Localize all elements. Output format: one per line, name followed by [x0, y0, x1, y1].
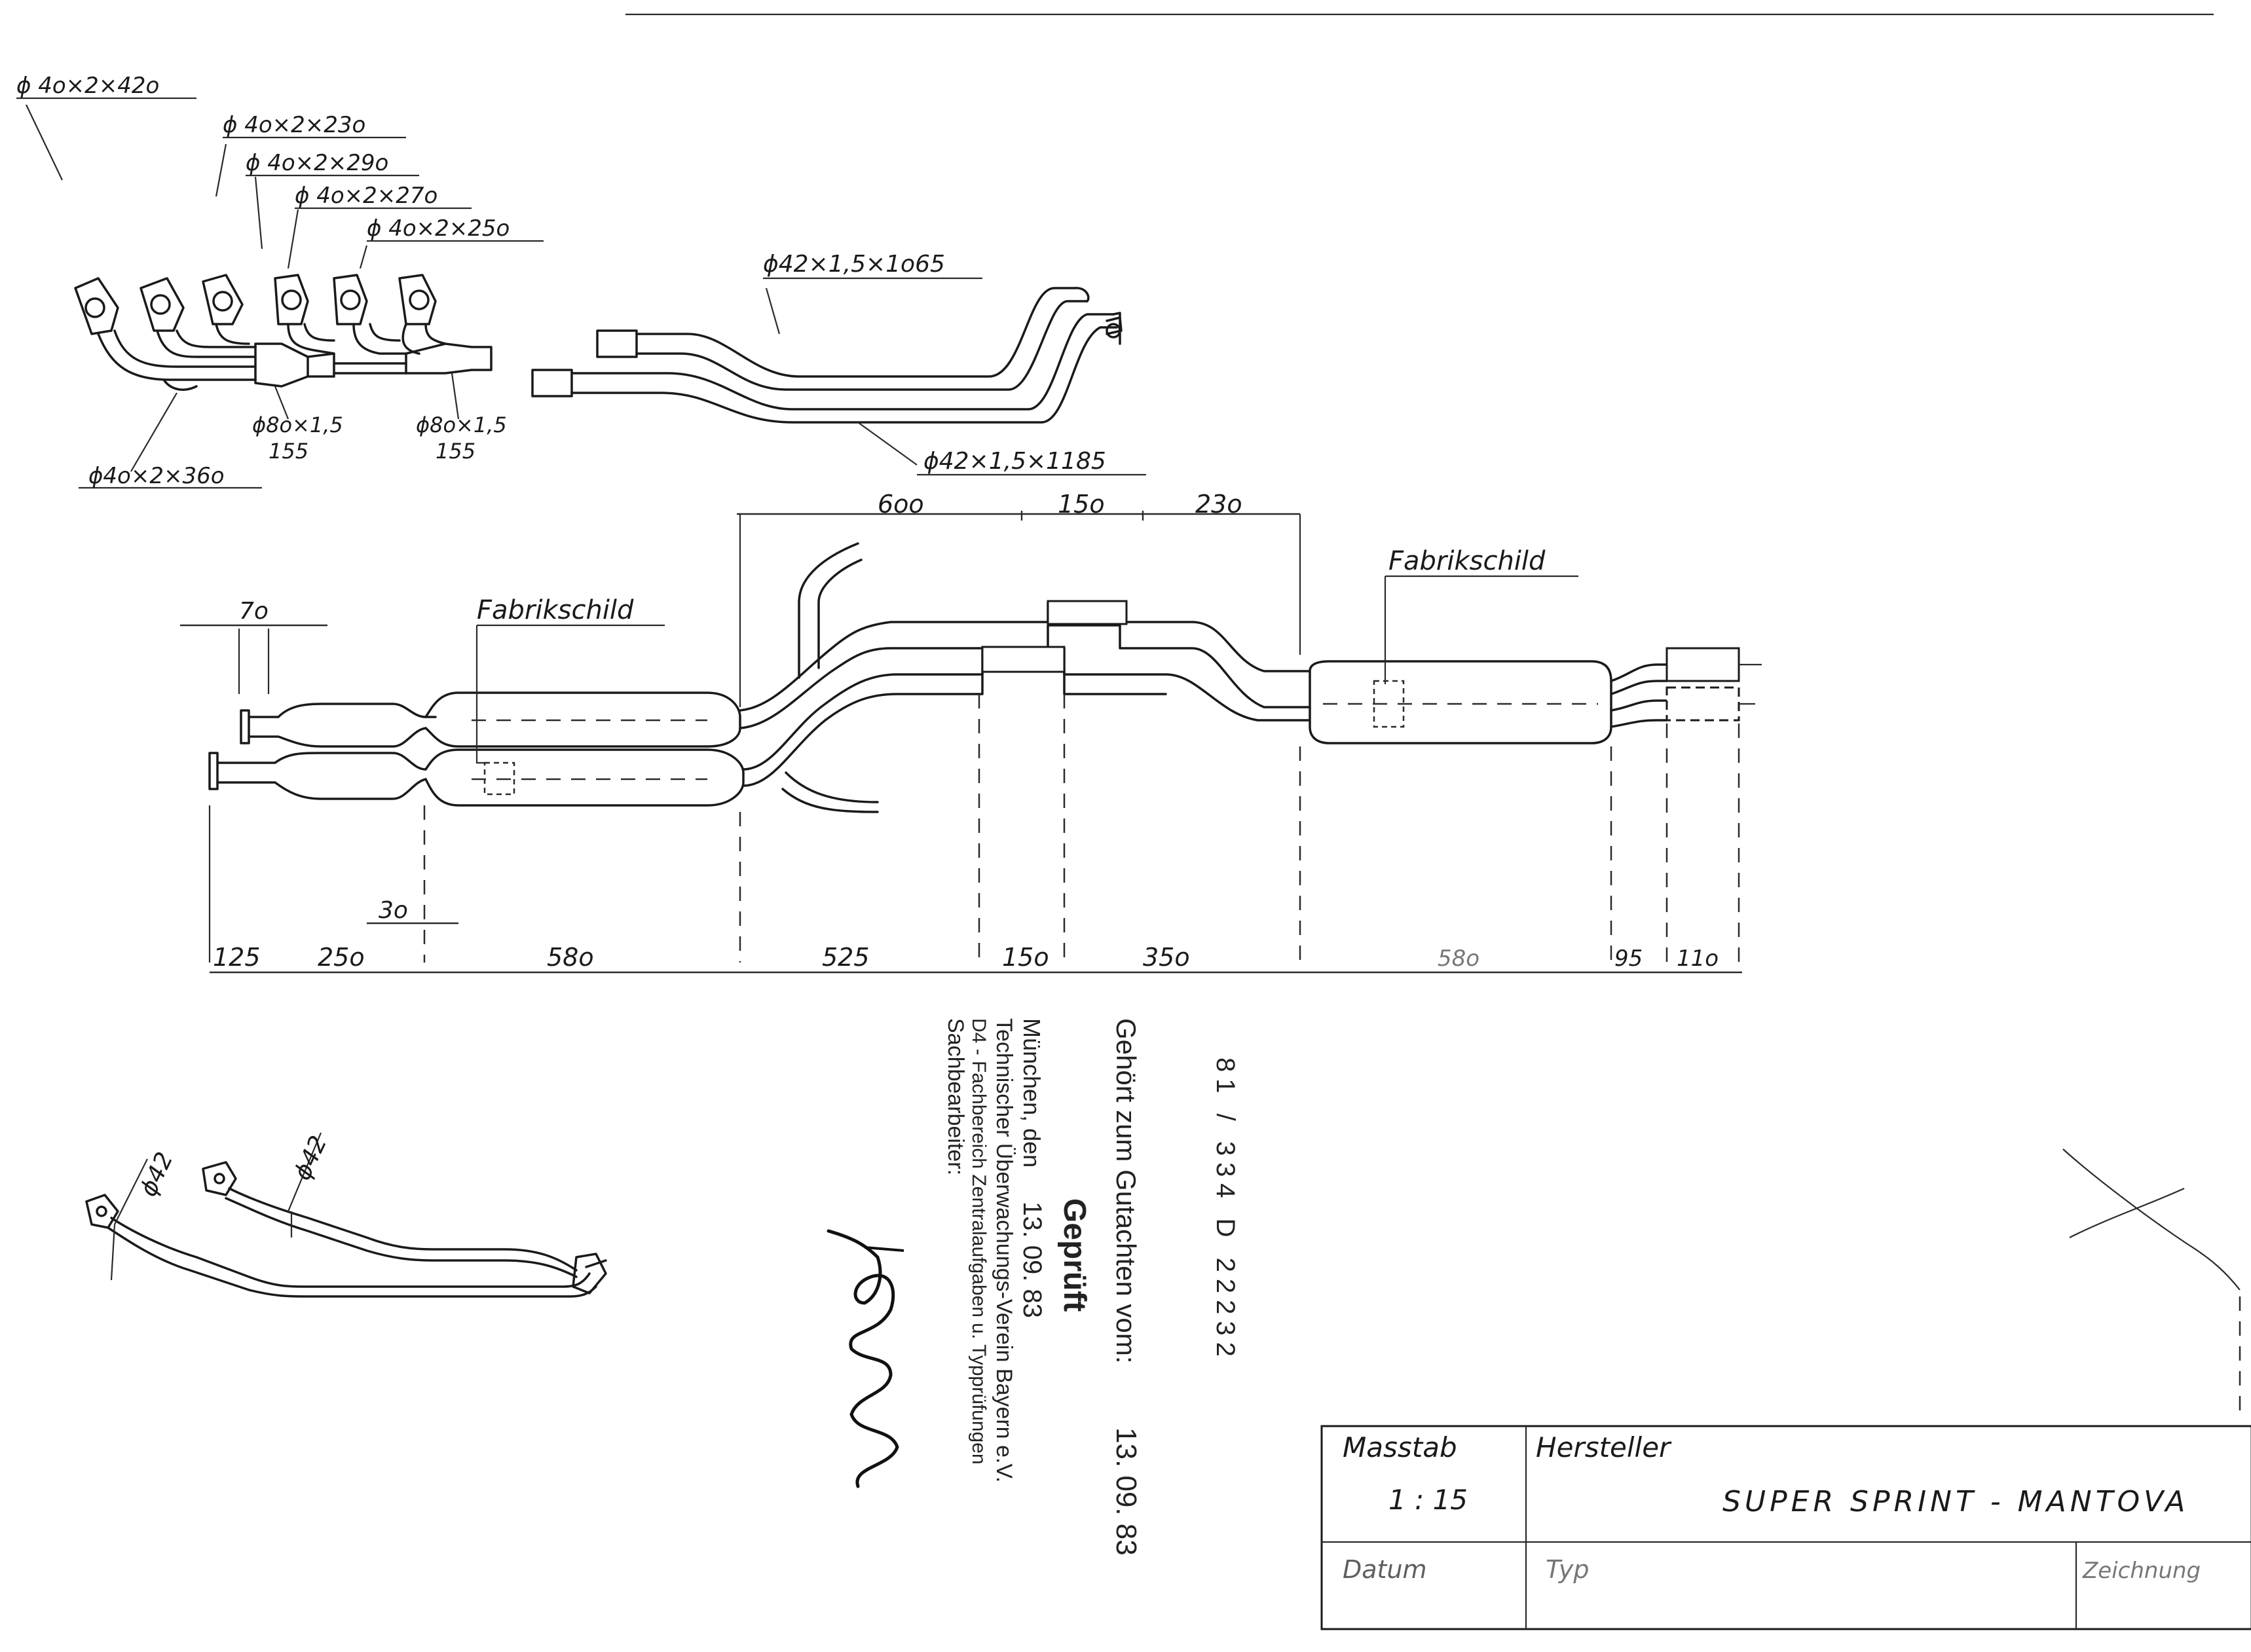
stamp-org-2: D4 - Fachbereich Zentralaufgaben u. Typp…: [968, 1018, 990, 1465]
dim-bottom: 125: [213, 943, 261, 972]
bent-pipe-pair: [85, 1132, 607, 1298]
manifold-flange: [140, 277, 185, 332]
stamp-date-2: 13. 09. 83: [1018, 1202, 1047, 1318]
pipe-label: ϕ4o×2×36o: [88, 463, 225, 489]
datum-label: Datum: [1343, 1555, 1427, 1584]
stamp-date-1: 13. 09. 83: [1110, 1427, 1142, 1556]
stamp-org-3: Sachbearbeiter:: [943, 1018, 968, 1175]
title-block: [1320, 1425, 2251, 1630]
pipe-label: ϕ 4o×2×25o: [367, 215, 510, 242]
pipe-label-upper: ϕ42×1,5×1o65: [763, 251, 945, 278]
fabrikschild-label: Fabrikschild: [477, 595, 634, 625]
hersteller-value: SUPER SPRINT - MANTOVA: [1722, 1485, 2189, 1518]
fabrikschild-marker: [483, 762, 515, 796]
main-exhaust-assembly: [180, 511, 1762, 974]
manifold-flange: [333, 274, 368, 325]
typ-label: Typ: [1546, 1555, 1590, 1584]
approval-stamp: Gehört zum Gutachten vom: 13. 09. 83 Gep…: [827, 1018, 1240, 1556]
dim-bottom: 58o: [1438, 945, 1479, 972]
manifold-flange: [398, 274, 437, 325]
cross-mark: [2062, 1148, 2241, 1414]
dim-bottom: 95: [1614, 945, 1643, 972]
dim-side: 3o: [379, 897, 408, 924]
stamp-org-1: Technischer Überwachungs-Verein Bayern e…: [992, 1018, 1016, 1482]
pipe-label: ϕ 4o×2×27o: [295, 183, 437, 209]
manifold-flange: [74, 277, 119, 335]
dim-top: 23o: [1195, 490, 1242, 519]
dim-bottom: 25o: [318, 943, 365, 972]
signature: [827, 1229, 899, 1488]
pipe-label: ϕ 4o×2×23o: [223, 112, 365, 138]
dim-bottom: 525: [822, 943, 870, 972]
dim-top: 15o: [1058, 490, 1105, 519]
masstab-label: Masstab: [1343, 1431, 1457, 1463]
manifold-flange: [274, 274, 309, 325]
collector-label: 155: [269, 439, 308, 464]
stamp-title: Geprüft: [1057, 1198, 1092, 1312]
title-block-frame: [1320, 1425, 2251, 1630]
pipe-label: ϕ 4o×2×42o: [16, 73, 159, 99]
bent-pipe-label: ϕ42: [135, 1148, 179, 1200]
dim-side: 7o: [239, 598, 269, 625]
dim-bottom: 58o: [547, 943, 594, 972]
mid-pipe-pair: [531, 277, 1146, 476]
dim-bottom: 35o: [1143, 943, 1190, 972]
dim-top: 6oo: [878, 490, 924, 519]
zeichnung-label: Zeichnung: [2082, 1558, 2201, 1584]
dim-bottom: 11o: [1677, 945, 1719, 972]
fabrikschild-label: Fabrikschild: [1388, 546, 1546, 576]
pipe-label-lower: ϕ42×1,5×1185: [923, 448, 1106, 475]
collector-label: ϕ8o×1,5: [252, 413, 343, 437]
hersteller-label: Hersteller: [1536, 1431, 1672, 1463]
manifold-flange: [202, 274, 244, 325]
masstab-value: 1 : 15: [1388, 1484, 1468, 1516]
header-manifold: [16, 97, 544, 489]
dim-bottom: 15o: [1002, 943, 1049, 972]
bent-pipe-label: ϕ42: [289, 1131, 333, 1184]
pipe-label: ϕ 4o×2×29o: [246, 150, 388, 176]
collector-label: 155: [436, 439, 475, 464]
stamp-place: München, den: [1018, 1018, 1045, 1167]
stamp-line-gehoert: Gehört zum Gutachten vom:: [1111, 1018, 1142, 1364]
document-number: 81 / 334 D 22232: [1211, 1057, 1240, 1363]
collector-label: ϕ8o×1,5: [416, 413, 507, 437]
